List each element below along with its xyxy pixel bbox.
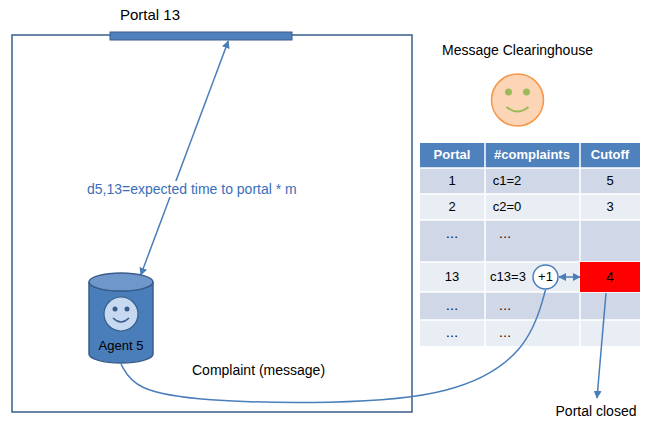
column-header: Portal [434, 148, 471, 163]
table-row [420, 262, 640, 292]
room-outline [12, 35, 412, 412]
agent-cylinder: Agent 5 [88, 272, 154, 364]
node-text: Message Clearinghouse [435, 42, 600, 58]
table-row [420, 168, 640, 194]
table-cell: c1=2 [493, 174, 522, 189]
edge-label: d5,13=expected time to portal * m [85, 181, 299, 197]
node-text: +1 [532, 269, 559, 284]
leader-line [597, 293, 606, 398]
note-text: Portal closed [556, 403, 637, 419]
table-rules [420, 143, 640, 346]
cutoff-cell [580, 262, 640, 292]
table-cell: c13=3 [490, 270, 526, 285]
table-row [420, 220, 640, 262]
table-cell: c2=0 [493, 200, 522, 215]
table-cell: … [499, 299, 512, 314]
table-cell: 2 [448, 200, 455, 215]
table-row [420, 292, 640, 320]
increment-circle [533, 265, 558, 289]
column-header: Cutoff [591, 148, 629, 163]
clearinghouse: Message Clearinghouse [435, 42, 600, 128]
portal-bar [110, 32, 292, 40]
portal: Portal 13 [110, 4, 292, 41]
node-text: Portal 13 [120, 6, 180, 23]
increment-circle: +1 [532, 264, 559, 290]
smiley-face [492, 74, 544, 126]
table-cell: … [446, 227, 459, 242]
message-curve [121, 290, 546, 402]
column-header: #complaints [494, 148, 570, 163]
table-cell: 1 [448, 174, 455, 189]
agent-cylinder [89, 273, 153, 363]
table-cell: 5 [606, 174, 613, 189]
table-cell: … [446, 326, 459, 341]
table-header [420, 143, 640, 168]
node-text: 4 [580, 269, 640, 285]
table-cell: … [446, 299, 459, 314]
table-cell: 3 [606, 200, 613, 215]
table-grid [420, 143, 640, 346]
node-text: Agent 5 [88, 338, 154, 353]
edge-label: Complaint (message) [190, 362, 327, 378]
distance-arrow [141, 41, 229, 275]
compare-arrow [559, 276, 580, 278]
agent-face [104, 297, 138, 331]
cutoff-cell: 4 [580, 262, 640, 292]
table-cell: … [499, 326, 512, 341]
table-cell: … [499, 227, 512, 242]
table-row [420, 194, 640, 220]
table-cell: 13 [445, 270, 459, 285]
